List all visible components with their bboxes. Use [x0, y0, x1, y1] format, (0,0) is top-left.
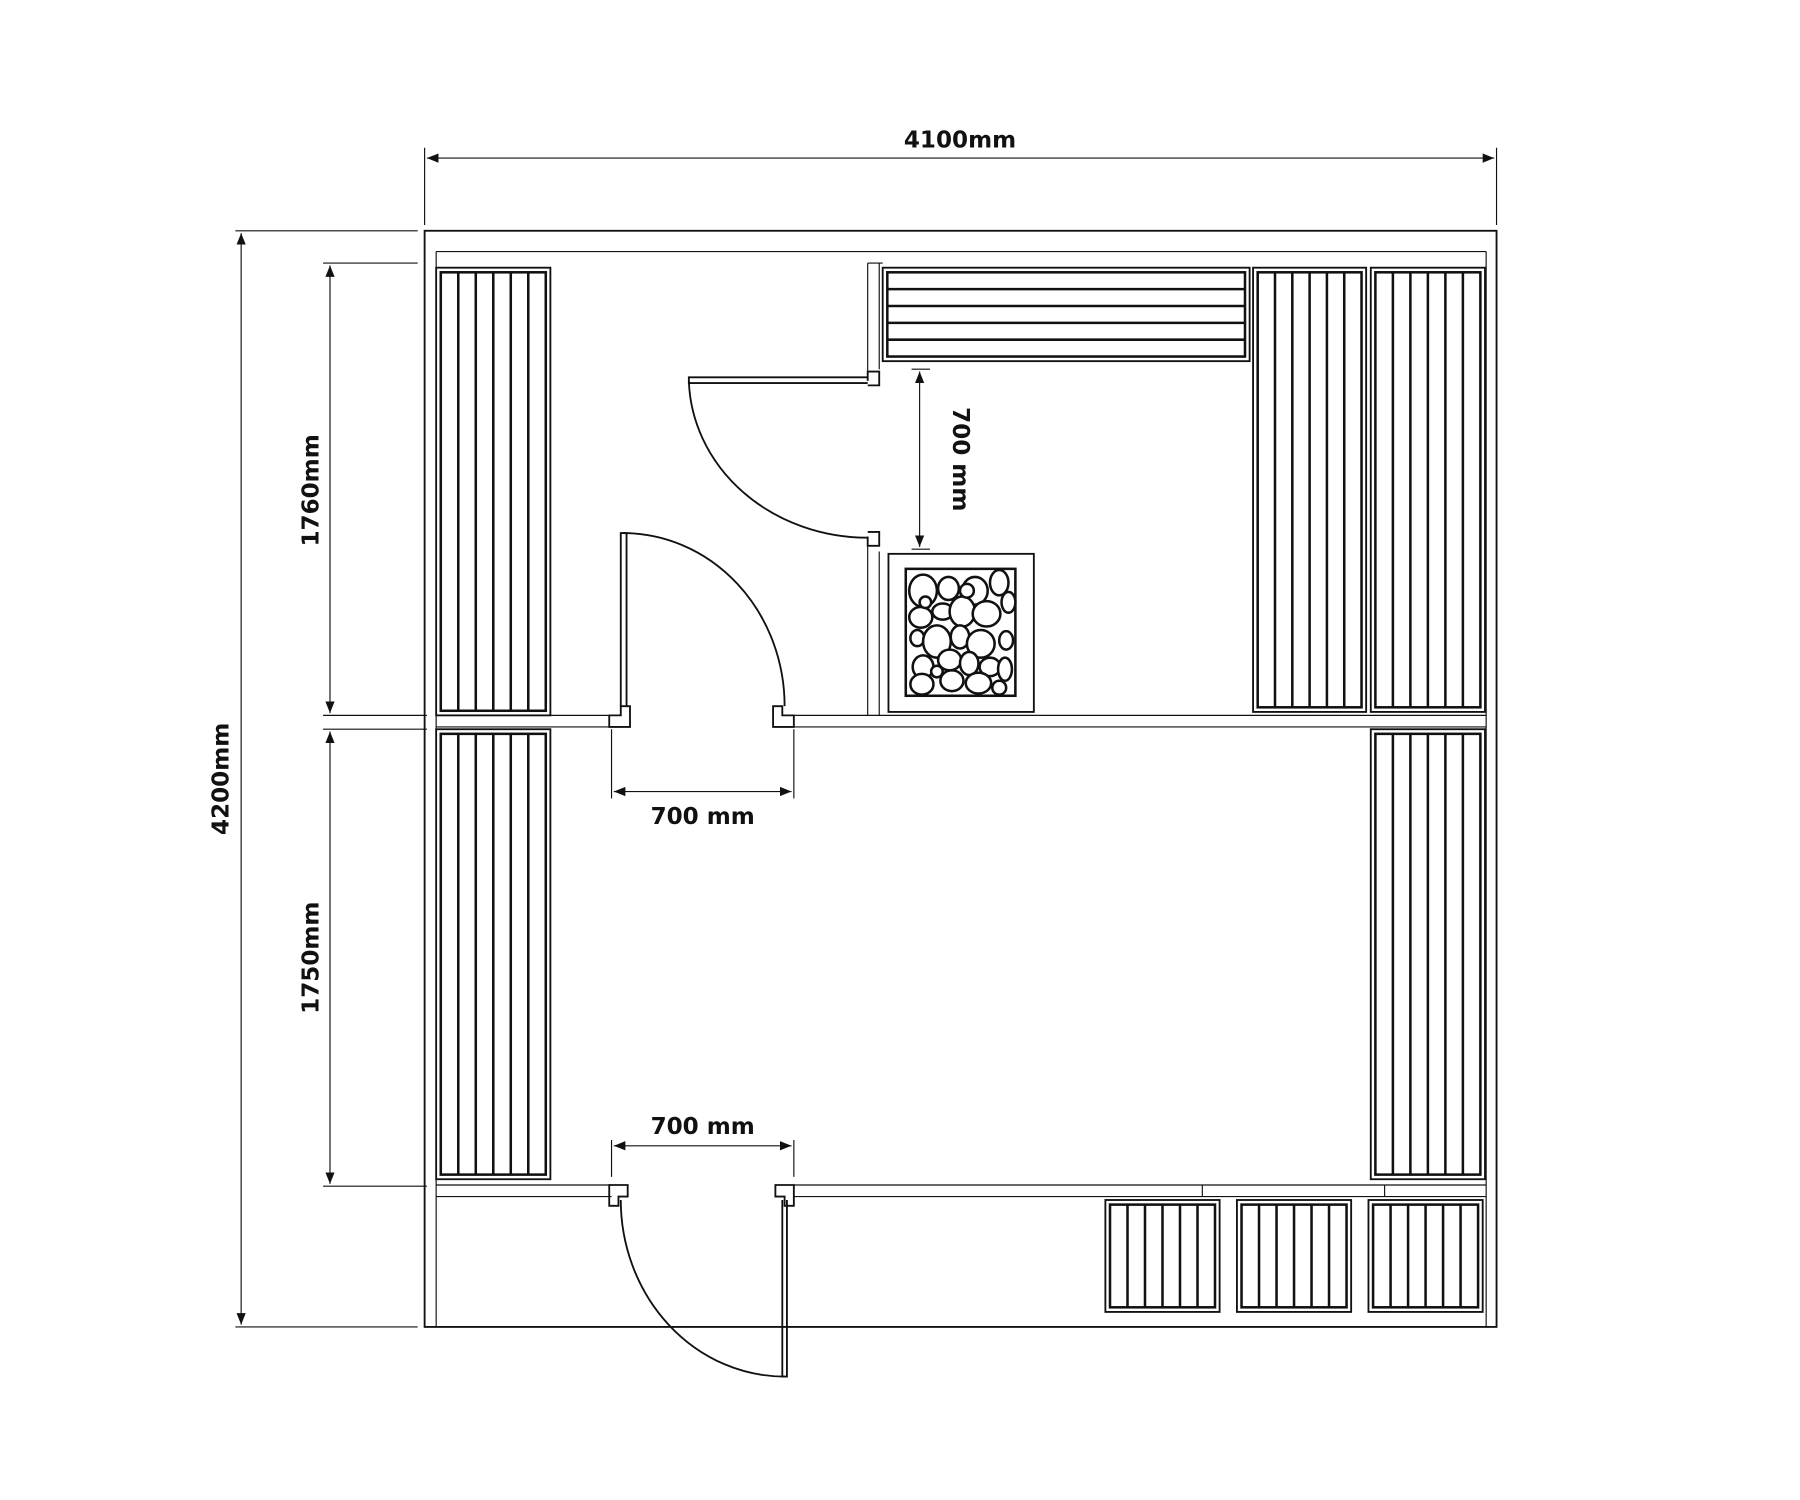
stone — [971, 599, 1002, 628]
stone — [909, 672, 935, 696]
stone — [929, 664, 944, 679]
stone — [907, 605, 934, 629]
bench — [1252, 266, 1368, 713]
bench — [881, 266, 1251, 363]
stone — [1000, 590, 1017, 614]
width-label: 4100mm — [904, 128, 1016, 154]
stone — [997, 629, 1015, 651]
door-inner[interactable] — [687, 370, 881, 547]
benches — [435, 266, 1486, 1313]
bench — [1367, 1199, 1484, 1313]
stone — [958, 582, 976, 599]
bench — [1369, 266, 1486, 713]
stone — [996, 656, 1014, 683]
stone — [991, 679, 1008, 696]
stove-stones — [907, 568, 1017, 696]
door-sauna[interactable] — [608, 532, 795, 728]
bench — [435, 266, 552, 717]
bench — [1369, 728, 1486, 1181]
stone — [965, 628, 996, 659]
sauna-stove — [887, 552, 1035, 713]
stone — [939, 669, 965, 693]
door-entrance[interactable] — [608, 1184, 795, 1378]
bench — [435, 728, 552, 1181]
stone — [918, 595, 933, 610]
depth-label: 4200mm — [208, 723, 234, 835]
inner-door-width-label: 700 mm — [947, 407, 973, 511]
stone — [936, 575, 961, 602]
stone — [948, 595, 977, 628]
stone — [958, 650, 980, 677]
washroom-depth-label: 1750mm — [298, 902, 324, 1014]
stone — [964, 671, 993, 695]
sauna-depth-label: 1760mm — [298, 434, 324, 546]
entrance-door-width-label: 700 mm — [651, 1114, 755, 1140]
stone — [988, 568, 1010, 597]
bench — [1236, 1199, 1353, 1313]
bench — [1104, 1199, 1221, 1313]
dimension-lines — [235, 147, 1498, 1328]
sauna-door-width-label: 700 mm — [651, 804, 755, 830]
